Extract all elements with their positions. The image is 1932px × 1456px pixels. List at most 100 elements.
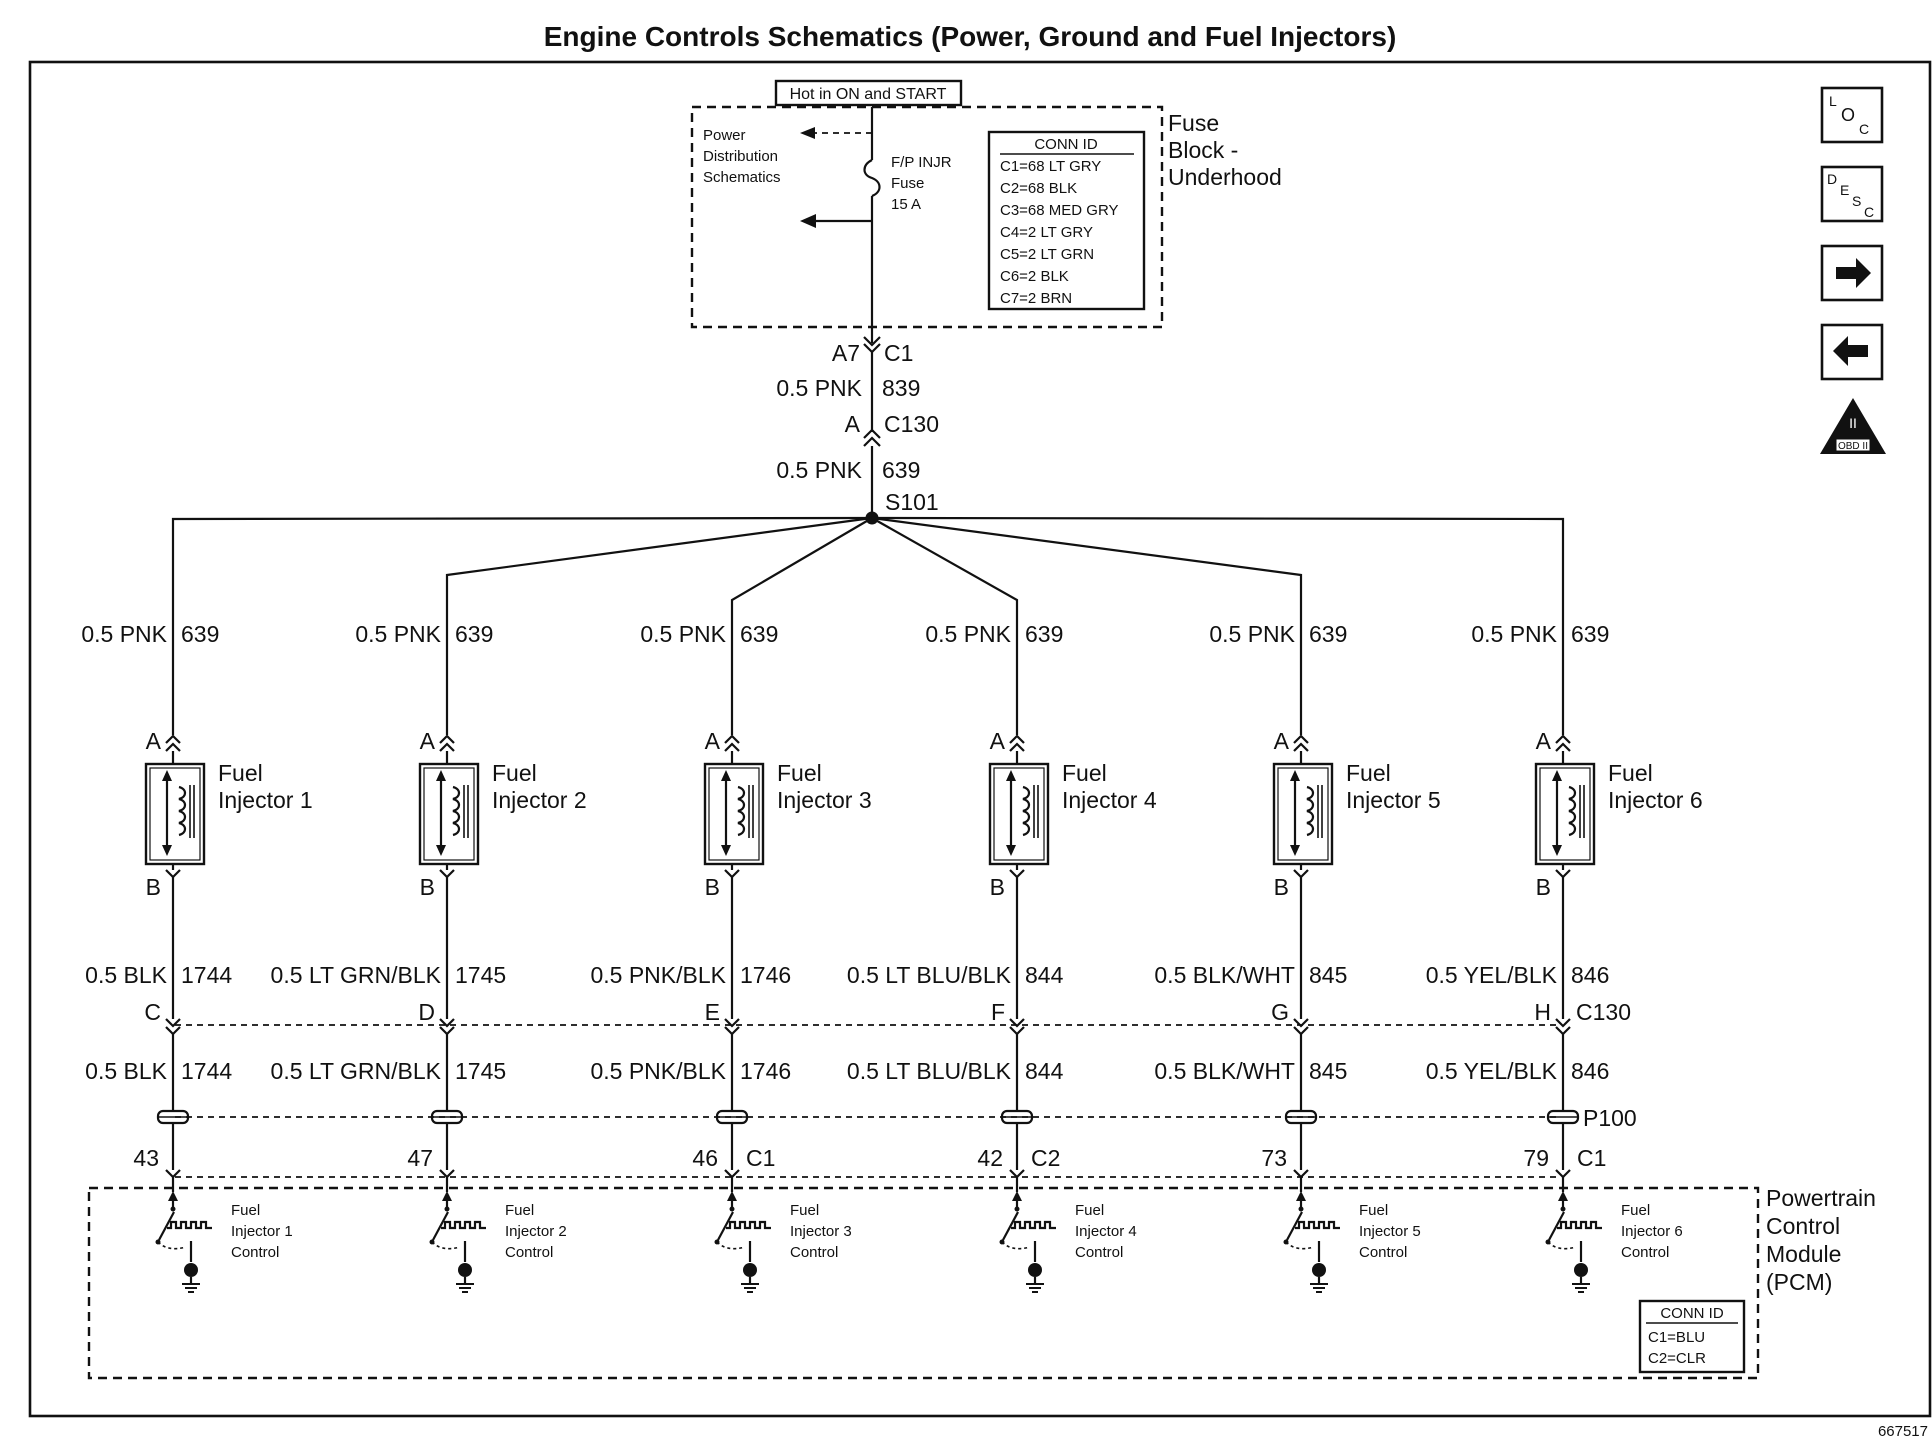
fuse-conn-id-row: C3=68 MED GRY	[1000, 202, 1119, 219]
feed-wire	[445, 516, 873, 735]
pcm-driver-label: Injector 2	[505, 1223, 567, 1240]
driver-switch-icon	[432, 1211, 449, 1241]
feed-wire-color: 0.5 PNK	[355, 621, 441, 647]
pcm-pin: 47	[407, 1145, 433, 1171]
next-page-arrow-icon[interactable]	[1820, 244, 1884, 302]
c130-pin: H	[1534, 999, 1551, 1025]
injector-pin-a: A	[146, 728, 162, 754]
fuse-conn-id-row: C1=68 LT GRY	[1000, 158, 1101, 175]
fuse-conn-id-row: C2=68 BLK	[1000, 180, 1077, 197]
feed-wire-circuit: 639	[1309, 621, 1347, 647]
power-dist-label-1: Power	[703, 127, 746, 144]
injector-name: Injector 3	[777, 787, 872, 813]
fuse-block-underhood: Hot in ON and START Fuse Block - Underho…	[690, 79, 1282, 330]
pcm-driver-label: Fuel	[231, 1202, 260, 1219]
splice-label: S101	[885, 489, 939, 515]
c130-pin: G	[1271, 999, 1289, 1025]
injector-name: Fuel	[492, 760, 537, 786]
pcm-driver-label: Fuel	[1359, 1202, 1388, 1219]
control-wire-color: 0.5 YEL/BLK	[1426, 1058, 1558, 1084]
fuse-symbol	[863, 159, 881, 198]
injector-coil-icon	[1022, 785, 1031, 837]
pcm-pin: 42	[977, 1145, 1003, 1171]
control-wire-color: 0.5 LT GRN/BLK	[271, 1058, 442, 1084]
feed-wire-color: 0.5 PNK	[1209, 621, 1295, 647]
control-wire-color: 0.5 LT GRN/BLK	[271, 962, 442, 988]
feed-wire	[871, 517, 1019, 735]
pcm-connector: C1	[746, 1145, 775, 1171]
control-wire-color: 0.5 PNK/BLK	[590, 1058, 726, 1084]
control-wire-circuit: 846	[1571, 962, 1609, 988]
fuse-conn-id-table	[987, 130, 1146, 311]
pcm-driver-label: Injector 3	[790, 1223, 852, 1240]
pcm-driver-label: Fuel	[790, 1202, 819, 1219]
fuse-conn-id-row: C6=2 BLK	[1000, 268, 1069, 285]
feed-wire-circuit: 639	[1025, 621, 1063, 647]
fuel-injector-6	[1534, 762, 1596, 866]
driver-switch-icon	[1548, 1211, 1565, 1241]
control-wire-color: 0.5 LT BLU/BLK	[847, 1058, 1012, 1084]
pcm-driver-label: Control	[231, 1244, 279, 1261]
injector-name: Fuel	[1608, 760, 1653, 786]
control-wire-circuit: 845	[1309, 962, 1347, 988]
loc-icon[interactable]: L O C	[1820, 86, 1884, 144]
injector-pin-a: A	[1536, 728, 1552, 754]
control-wire-circuit: 845	[1309, 1058, 1347, 1084]
fuel-injector-4	[988, 762, 1050, 866]
main-pin-a7: A7	[832, 340, 860, 366]
injector-coil-icon	[452, 785, 461, 837]
control-wire-circuit: 844	[1025, 962, 1064, 988]
fuse-label-1: F/P INJR	[891, 154, 952, 171]
injector-name: Injector 4	[1062, 787, 1157, 813]
injector-pin-b: B	[420, 874, 435, 900]
prev-page-arrow-icon[interactable]	[1820, 323, 1884, 381]
pcm-pin: 79	[1523, 1145, 1549, 1171]
hot-label: Hot in ON and START	[790, 86, 947, 103]
pcm-module: Powertrain Control Module (PCM) CONN ID …	[87, 1185, 1876, 1380]
control-wire-circuit: 1745	[455, 1058, 506, 1084]
svg-text:OBD II: OBD II	[1838, 441, 1868, 452]
control-wire-circuit: 846	[1571, 1058, 1609, 1084]
injector-coil-icon	[737, 785, 746, 837]
pwm-signal-icon	[726, 1220, 771, 1230]
pcm-driver-label: Control	[505, 1244, 553, 1261]
fuse-block-name-2: Block -	[1168, 137, 1238, 163]
control-wire-circuit: 844	[1025, 1058, 1064, 1084]
feed-wire-color: 0.5 PNK	[1471, 621, 1557, 647]
svg-text:O: O	[1841, 105, 1855, 125]
feed-wire-circuit: 639	[181, 621, 219, 647]
control-wire-color: 0.5 BLK/WHT	[1154, 962, 1295, 988]
control-wire-circuit: 1746	[740, 1058, 791, 1084]
driver-switch-icon	[1002, 1211, 1019, 1241]
svg-text:C: C	[1859, 121, 1869, 137]
control-wire-color: 0.5 PNK/BLK	[590, 962, 726, 988]
pcm-driver-label: Injector 6	[1621, 1223, 1683, 1240]
fuse-block-name-3: Underhood	[1168, 164, 1282, 190]
pcm-driver-label: Fuel	[1075, 1202, 1104, 1219]
pcm-conn-id-table	[1638, 1299, 1746, 1374]
svg-text:C: C	[1864, 204, 1874, 220]
fuse-conn-id-title: CONN ID	[1034, 136, 1098, 153]
main-wire2-circuit: 639	[882, 457, 920, 483]
feed-wire	[171, 516, 873, 735]
svg-text:D: D	[1827, 171, 1837, 187]
main-conn-c130: C130	[884, 411, 939, 437]
obd-ii-icon[interactable]: II OBD II	[1820, 398, 1886, 454]
control-wire-circuit: 1744	[181, 962, 232, 988]
injector-pin-a: A	[1274, 728, 1290, 754]
c130-pin: E	[705, 999, 720, 1025]
pcm-driver-label: Control	[790, 1244, 838, 1261]
desc-icon[interactable]: D E S C	[1820, 165, 1884, 223]
pcm-name-3: Module	[1766, 1241, 1841, 1267]
injector-pin-b: B	[146, 874, 161, 900]
pwm-signal-icon	[441, 1220, 486, 1230]
injector-name: Injector 5	[1346, 787, 1441, 813]
pcm-driver-label: Control	[1075, 1244, 1123, 1261]
pwm-signal-icon	[167, 1220, 212, 1230]
figure-id: 667517	[1878, 1423, 1928, 1440]
feed-wire	[871, 516, 1565, 735]
pcm-name-1: Powertrain	[1766, 1185, 1876, 1211]
